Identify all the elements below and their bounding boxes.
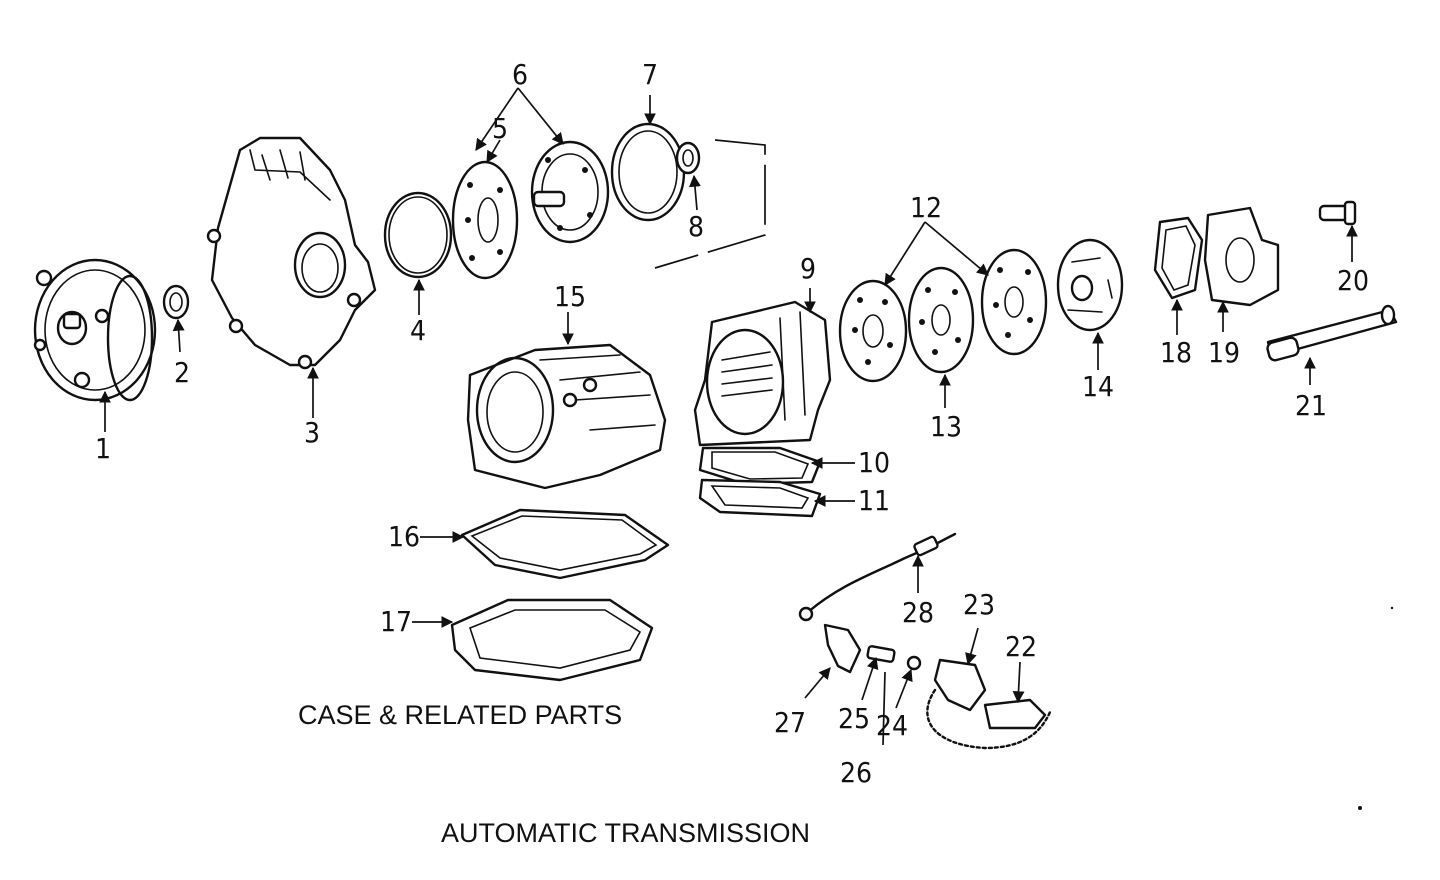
callout-17: 17 — [380, 605, 412, 638]
callout-5: 5 — [492, 112, 508, 145]
callout-7: 7 — [642, 58, 658, 91]
callout-numbers: 1 2 3 4 5 6 7 8 9 10 11 12 13 14 15 16 1… — [95, 58, 1369, 789]
part-6-oil-pump[interactable] — [530, 140, 610, 244]
callout-6: 6 — [512, 58, 528, 91]
leader-lines — [99, 87, 1358, 746]
callout-26: 26 — [840, 756, 872, 789]
part-10-gasket[interactable] — [698, 446, 822, 486]
part-20-plug[interactable] — [1318, 200, 1357, 226]
callout-4: 4 — [410, 314, 426, 347]
part-18-gasket[interactable] — [1153, 216, 1204, 300]
part-24-o-ring[interactable] — [906, 655, 922, 671]
part-19-extension-housing[interactable] — [1203, 206, 1280, 307]
part-9-transmission-case[interactable] — [693, 300, 832, 447]
part-3-converter-housing[interactable] — [206, 136, 377, 370]
callout-15: 15 — [554, 280, 586, 313]
callout-1: 1 — [95, 432, 111, 465]
callout-24: 24 — [876, 709, 908, 742]
kit-bracket — [654, 139, 766, 269]
callout-25: 25 — [838, 702, 870, 735]
part-16-pan-gasket[interactable] — [460, 508, 670, 580]
callout-21: 21 — [1295, 389, 1327, 422]
part-2-seal[interactable] — [162, 284, 190, 320]
callout-13: 13 — [930, 410, 962, 443]
part-21-output-shaft[interactable] — [1266, 304, 1398, 362]
part-15-transmission-case[interactable] — [466, 343, 667, 490]
speck-dot — [1358, 806, 1362, 810]
callout-2: 2 — [174, 356, 190, 389]
part-12-plate-right[interactable] — [980, 248, 1048, 356]
diagram-title: AUTOMATIC TRANSMISSION — [441, 818, 811, 848]
callout-16: 16 — [388, 520, 420, 553]
part-27-bracket[interactable] — [823, 623, 862, 674]
callout-3: 3 — [304, 416, 320, 449]
callout-20: 20 — [1337, 264, 1369, 297]
callout-9: 9 — [800, 252, 816, 285]
part-1-torque-converter[interactable] — [33, 258, 157, 402]
part-11-filter[interactable] — [698, 478, 822, 518]
part-12-plate-left[interactable] — [838, 279, 908, 383]
callout-28: 28 — [902, 596, 934, 629]
part-25-sensor[interactable] — [866, 645, 896, 663]
part-14-carrier[interactable] — [1056, 238, 1124, 332]
part-13-plate[interactable] — [907, 266, 975, 374]
speck-dot — [1390, 606, 1394, 610]
part-4-o-ring[interactable] — [383, 191, 453, 279]
part-7-seal-ring[interactable] — [610, 122, 686, 222]
callout-18: 18 — [1160, 336, 1192, 369]
callout-10: 10 — [858, 446, 890, 479]
part-23-component[interactable] — [933, 658, 987, 712]
section-caption: CASE & RELATED PARTS — [298, 700, 623, 730]
part-5-pump-plate[interactable] — [451, 160, 519, 280]
callout-12: 12 — [910, 191, 942, 224]
part-17-oil-pan[interactable] — [450, 598, 654, 682]
callout-19: 19 — [1208, 336, 1240, 369]
callout-8: 8 — [688, 210, 704, 243]
callout-27: 27 — [774, 706, 806, 739]
callout-11: 11 — [858, 484, 890, 517]
part-8-washer[interactable] — [675, 141, 701, 175]
callout-23: 23 — [963, 588, 995, 621]
callout-14: 14 — [1082, 370, 1114, 403]
part-28-dipstick-tube[interactable] — [798, 532, 957, 622]
callout-22: 22 — [1005, 630, 1037, 663]
